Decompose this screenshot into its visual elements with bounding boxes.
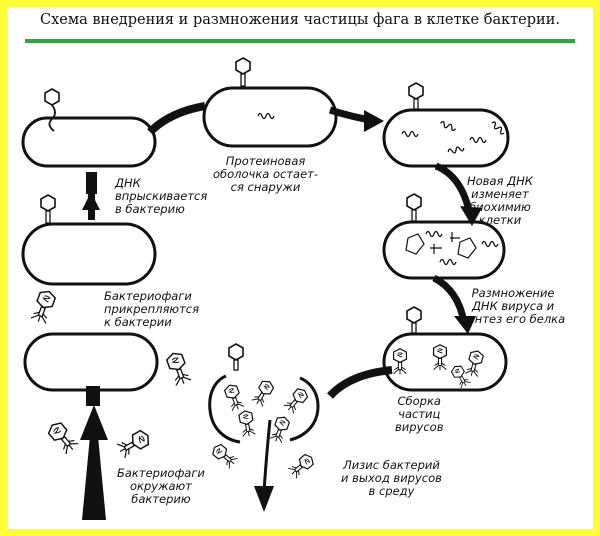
page-title: Схема внедрения и размножения частицы фа… bbox=[40, 12, 560, 28]
label-dna-injected: ДНК впрыскивается в бактерию bbox=[115, 176, 208, 216]
cell-right-1 bbox=[382, 82, 510, 168]
label-assembly: Сборка частиц вирусов bbox=[395, 394, 444, 434]
cell-right-3 bbox=[382, 306, 508, 392]
lysed-cell bbox=[208, 343, 320, 480]
cell-top-middle bbox=[202, 57, 338, 148]
phage-cycle-diagram bbox=[21, 57, 510, 520]
arrow-to-lysis bbox=[327, 366, 393, 399]
label-replication: Размножение ДНК вируса и синтез его белк… bbox=[461, 286, 566, 326]
cell-right-2 bbox=[382, 193, 506, 280]
label-lysis: Лизис бактерий и выход вирусов в среду bbox=[341, 458, 442, 498]
cell-middle-left bbox=[21, 194, 157, 286]
arrow-top-right bbox=[328, 106, 384, 132]
arrows-right-column bbox=[432, 162, 482, 334]
diagram-frame: Схема внедрения и размножения частицы фа… bbox=[7, 7, 593, 529]
cell-top-left bbox=[21, 88, 157, 168]
title-underline bbox=[25, 39, 575, 43]
left-upward-arrows bbox=[80, 172, 108, 520]
label-protein-coat: Протеиновая оболочка остает- ся снаружи bbox=[213, 154, 319, 194]
label-new-dna: Новая ДНК изменяет биохимию клетки bbox=[467, 174, 533, 227]
label-attach: Бактериофаги прикрепляются к бактерии bbox=[104, 289, 200, 329]
arrow-top-left bbox=[147, 102, 206, 135]
label-surround: Бактериофаги окружают бактерию bbox=[117, 466, 205, 506]
arrow-lysis-down bbox=[254, 419, 274, 512]
cell-lower-left bbox=[23, 332, 159, 392]
